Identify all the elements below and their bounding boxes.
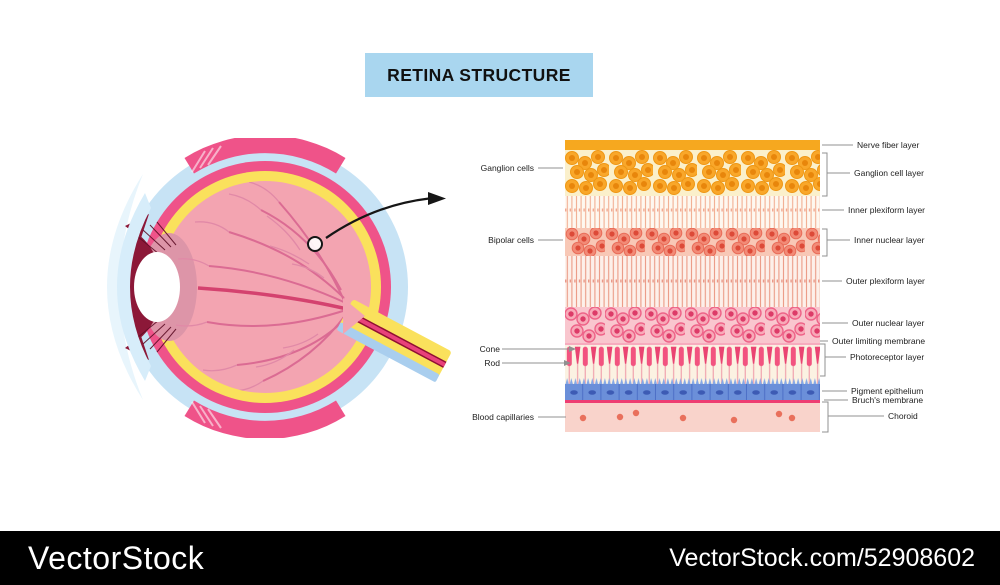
hyaloid-canal (197, 286, 348, 311)
label-photoreceptor-layer: Photoreceptor layer (850, 351, 925, 362)
retinal-vessels (175, 181, 348, 392)
layer-inner-plexiform (565, 196, 820, 228)
label-outer-limiting-membrane: Outer limiting membrane (832, 335, 926, 346)
layer-outer-limiting-membrane (565, 343, 820, 346)
pigment-epithelium-fringe (565, 378, 820, 386)
eye-cross-section-illustration (107, 138, 451, 438)
label-inner-nuclear-layer: Inner nuclear layer (854, 234, 925, 245)
cornea (117, 193, 151, 381)
label-outer-plexiform-layer: Outer plexiform layer (846, 275, 925, 286)
label-rod: Rod (484, 357, 500, 368)
title-banner: RETINA STRUCTURE (365, 53, 593, 97)
label-ganglion-cell-layer: Ganglion cell layer (854, 167, 924, 178)
label-blood-capillaries: Blood capillaries (472, 411, 534, 422)
layer-ganglion-cells (565, 150, 820, 196)
eye-muscles (184, 138, 346, 438)
label-nerve-fiber-layer: Nerve fiber layer (857, 139, 920, 150)
optic-nerve (337, 300, 451, 382)
layer-nerve-fiber (565, 140, 820, 150)
label-pigment-epithelium: Pigment epithelium (851, 385, 924, 396)
layer-outer-plexiform (565, 256, 820, 307)
label-choroid: Choroid (888, 410, 918, 421)
lens (134, 252, 180, 322)
layer-photoreceptors (565, 345, 820, 385)
layer-bruchs-membrane (565, 400, 820, 403)
layer-inner-nuclear (565, 228, 820, 256)
optic-disc (343, 298, 365, 334)
layer-choroid (565, 403, 820, 432)
retina-layers-illustration (565, 140, 820, 432)
label-inner-plexiform-layer: Inner plexiform layer (848, 204, 926, 215)
vectorstock-logo: VectorStock (28, 539, 205, 576)
cornea-halo (107, 174, 143, 400)
label-cone: Cone (479, 343, 500, 354)
layer-pigment-epithelium (565, 384, 820, 400)
label-outer-nuclear-layer: Outer nuclear layer (852, 317, 925, 328)
page-title: RETINA STRUCTURE (387, 64, 571, 85)
label-ganglion-cells: Ganglion cells (480, 162, 534, 173)
vectorstock-url: VectorStock.com/52908602 (669, 543, 975, 572)
watermark-bar: VectorStock VectorStock.com/52908602 (0, 531, 1000, 585)
magnifier-circle (307, 236, 323, 252)
layer-outer-nuclear (565, 307, 820, 343)
label-bipolar-cells: Bipolar cells (488, 234, 534, 245)
label-bruchs-membrane: Bruch's membrane (852, 394, 924, 405)
